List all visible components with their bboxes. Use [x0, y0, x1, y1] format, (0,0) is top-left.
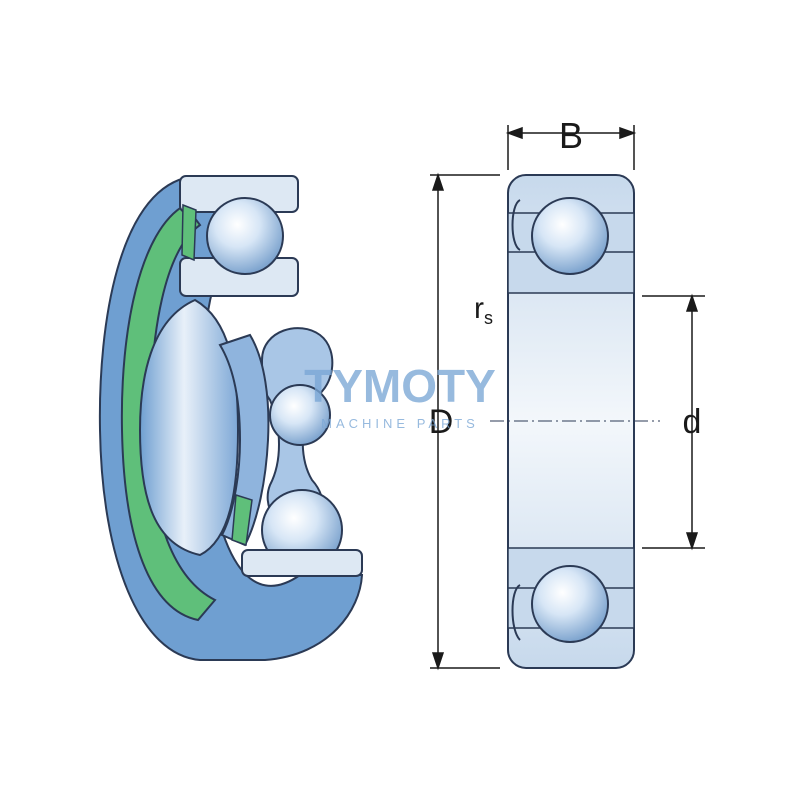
- dim-bore-arrowhead-bottom: [685, 532, 699, 551]
- watermark-tagline: MACHINE PARTS: [321, 416, 479, 431]
- outer-ring-section-bottom: [241, 549, 363, 577]
- dim-width-arrowhead-left: [505, 126, 523, 140]
- seal-lip-bottom: [231, 494, 253, 547]
- section-seal-bottom: [511, 584, 521, 641]
- dim-bore-arrowhead-top: [685, 293, 699, 312]
- label-bore-diameter-d: d: [683, 403, 702, 441]
- watermark: TYMOTY MACHINE PARTS: [304, 360, 496, 431]
- bearing-cross-section: [490, 174, 660, 669]
- label-outer-diameter-D: D: [429, 403, 454, 441]
- bearing-cutaway-illustration: [98, 175, 364, 661]
- seal-lip-top: [181, 203, 197, 262]
- dim-outer-arrowhead-top: [431, 172, 445, 191]
- green-seal: [120, 203, 217, 622]
- section-ball-bottom: [531, 565, 609, 643]
- section-ball-top: [531, 197, 609, 275]
- label-radius-sub: s: [484, 308, 493, 328]
- label-width-B: B: [559, 115, 583, 156]
- dim-width-arrowhead-right: [619, 126, 637, 140]
- dimension-annotations: [430, 125, 705, 671]
- label-radius-r: rs: [474, 292, 493, 328]
- section-seal-top: [511, 199, 521, 251]
- dim-outer-arrowhead-bottom: [431, 652, 445, 671]
- ball-middle: [269, 384, 331, 446]
- ball-top: [206, 197, 284, 275]
- watermark-brand: TYMOTY: [304, 360, 496, 412]
- label-radius-main: r: [474, 292, 484, 325]
